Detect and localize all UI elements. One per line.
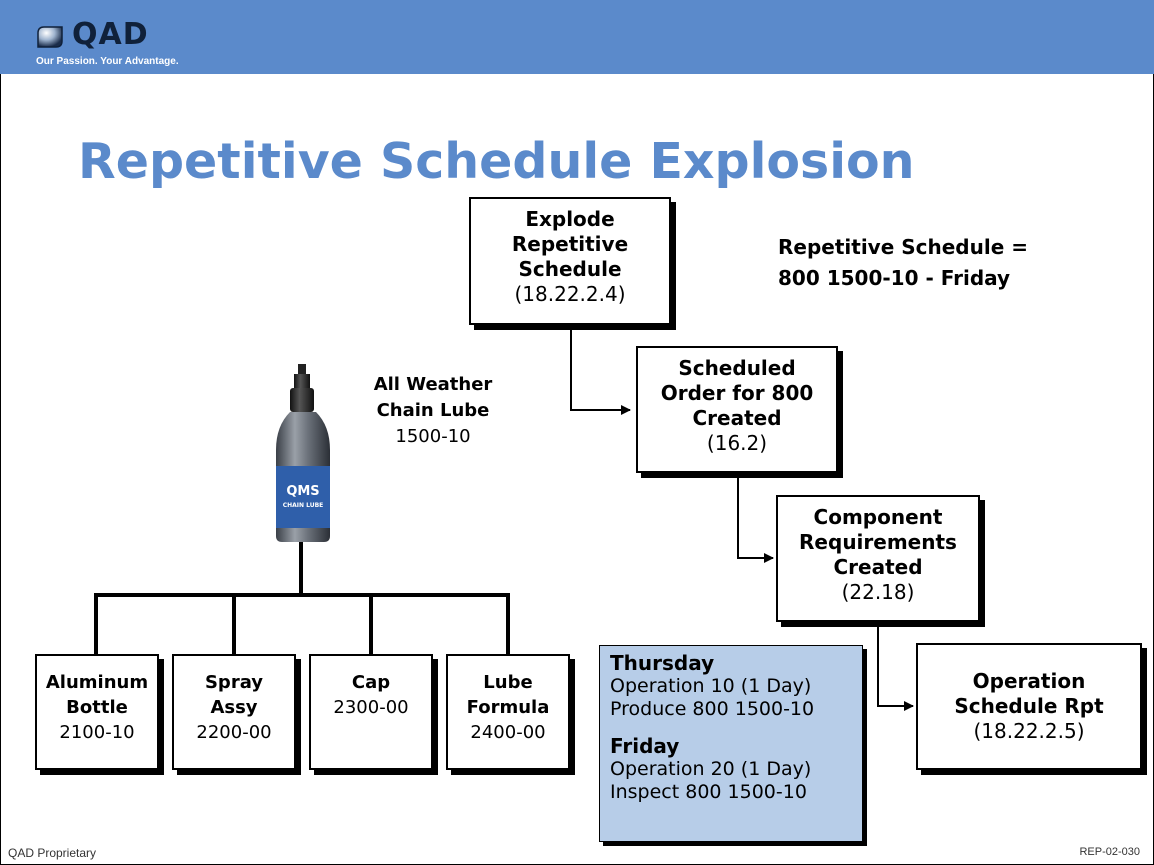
flow-box-code: (18.22.2.5) [973,719,1085,743]
flow-box-label: Requirements [799,530,957,554]
connector-order-to-components [737,472,774,563]
product-name-line1: All Weather [373,374,493,395]
header-banner [0,0,1154,74]
qad-logo: QAD Our Passion. Your Advantage. [36,16,186,72]
bottle-brand-text: QMS [286,484,319,499]
note-spacer [610,721,862,735]
product-code: 1500-10 [395,426,471,447]
footer-proprietary: QAD Proprietary [8,846,97,860]
note-day1-heading: Thursday [610,651,715,675]
logo-globe-icon [37,26,63,48]
logo-tagline: Our Passion. Your Advantage. [36,56,179,67]
component-box-spray-assy: Spray Assy 2200-00 [172,654,296,770]
component-box-cap: Cap 2300-00 [309,654,433,770]
component-box-aluminum-bottle: Aluminum Bottle 2100-10 [35,654,159,770]
repetitive-schedule-label: Repetitive Schedule = 800 1500-10 - Frid… [778,232,1028,294]
slide-title: Repetitive Schedule Explosion [78,133,915,190]
note-day2-heading: Friday [610,734,680,758]
component-code: 2200-00 [196,722,272,743]
flow-box-label: Order for 800 [660,381,814,405]
flow-box-code: (18.22.2.4) [514,282,626,306]
component-name-line1: Lube [483,672,533,693]
flow-box-label: Operation [972,669,1086,693]
schedule-line-2: 800 1500-10 - Friday [778,266,1011,290]
connector-explode-to-order [570,327,631,415]
flow-box-code: (16.2) [706,431,768,455]
component-box-lube-formula: Lube Formula 2400-00 [446,654,570,770]
footer-slide-code: REP-02-030 [1079,846,1140,858]
component-code: 2300-00 [333,697,409,718]
component-name-line2: Assy [210,697,258,718]
spray-bottle-image: QMS CHAIN LUBE [276,364,330,542]
connector-components-to-report [877,622,914,711]
flow-box-component-requirements: Component Requirements Created (22.18) [776,495,980,622]
flow-box-explode: Explode Repetitive Schedule (18.22.2.4) [469,197,671,325]
logo-wordmark: QAD [72,17,149,52]
component-name-line1: Aluminum [45,672,149,693]
flow-box-label: Scheduled [678,356,796,380]
flow-box-label: Created [833,555,923,579]
flow-box-operation-schedule: Operation Schedule Rpt (18.22.2.5) [916,643,1142,770]
component-name-line1: Spray [204,672,264,693]
flow-box-code: (22.18) [841,580,915,604]
component-code: 2100-10 [59,722,135,743]
flow-box-label: Schedule Rpt [954,694,1104,718]
note-day1-line2: Produce 800 1500-10 [610,698,815,720]
note-day2-line1: Operation 20 (1 Day) [610,758,812,780]
note-day2-line2: Inspect 800 1500-10 [610,781,807,803]
component-name-line2: Formula [466,697,550,718]
schedule-line-1: Repetitive Schedule = [778,235,1028,259]
flow-box-label: Created [692,406,782,430]
flow-box-label: Explode [525,207,615,231]
product-name-line2: Chain Lube [376,400,490,421]
component-name-line2: Bottle [66,697,128,718]
flow-box-label: Repetitive [511,232,629,256]
flow-box-label: Component [813,505,943,529]
flow-box-scheduled-order: Scheduled Order for 800 Created (16.2) [636,346,838,473]
component-name-line1: Cap [351,672,391,693]
product-label: All Weather Chain Lube 1500-10 [358,372,508,450]
operation-schedule-note: Thursday Operation 10 (1 Day) Produce 80… [599,645,863,842]
component-code: 2400-00 [470,722,546,743]
bottle-sub-text: CHAIN LUBE [283,502,324,509]
flow-box-label: Schedule [518,257,622,281]
note-day1-line1: Operation 10 (1 Day) [610,675,812,697]
